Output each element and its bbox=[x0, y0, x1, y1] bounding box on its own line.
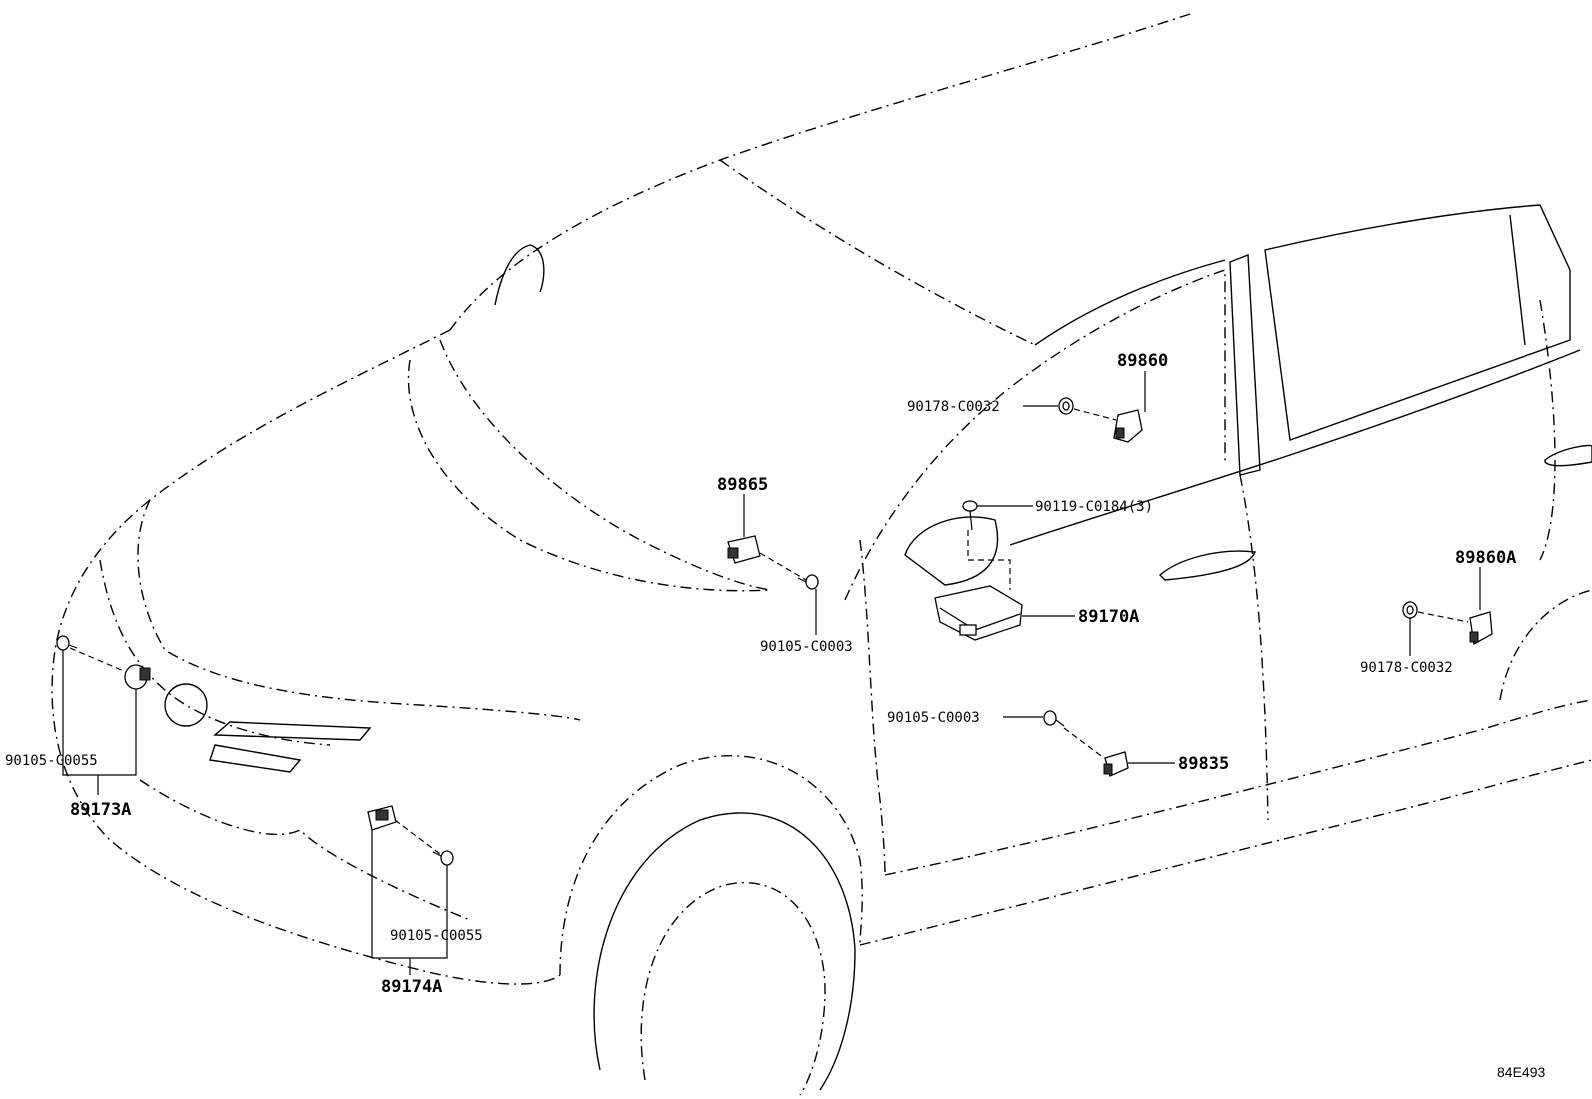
parts bbox=[56, 397, 1493, 866]
callout-89170A: 89170A bbox=[1078, 607, 1139, 627]
vehicle-body-outline bbox=[51, 13, 1592, 1096]
front-fascia bbox=[51, 499, 561, 985]
figure-id: 84E493 bbox=[1497, 1064, 1545, 1080]
part-89860-sensor bbox=[1113, 409, 1143, 443]
part-90105-bolt-lower bbox=[432, 850, 454, 866]
front-tire-inner bbox=[640, 882, 826, 1096]
a-pillar-inner bbox=[1034, 259, 1226, 346]
front-window-frame bbox=[844, 269, 1226, 601]
part-89835-sensor bbox=[1103, 751, 1129, 777]
callout-89860A: 89860A bbox=[1455, 548, 1516, 568]
callout-89173A: 89173A bbox=[70, 800, 131, 820]
rear-wheel-arch bbox=[1499, 589, 1592, 701]
part-89860A-sensor bbox=[1469, 611, 1493, 646]
part-90105-bolt-left bbox=[56, 635, 78, 651]
leader-lines bbox=[62, 371, 1481, 975]
part-89170A-airbag-module bbox=[934, 530, 1023, 641]
callout-89835: 89835 bbox=[1178, 754, 1229, 774]
part-89173A-front-sensor bbox=[124, 664, 151, 690]
roof-line bbox=[449, 13, 1191, 331]
lower-bumper bbox=[139, 779, 471, 921]
callout-90178-C0032-upper: 90178-C0032 bbox=[907, 399, 1000, 415]
antenna-shape bbox=[494, 244, 545, 306]
callout-89865: 89865 bbox=[717, 475, 768, 495]
fog-lamp bbox=[164, 683, 208, 727]
front-wheel-arch bbox=[559, 755, 863, 976]
belt-line bbox=[1009, 349, 1581, 546]
door-split bbox=[1239, 474, 1269, 821]
rocker-upper bbox=[884, 699, 1592, 876]
callout-90119-C0184: 90119-C0184(3) bbox=[1035, 499, 1153, 515]
hood-outline bbox=[137, 329, 581, 721]
part-90178-nut-upper bbox=[1058, 397, 1074, 415]
callout-labels: 89860 90178-C0032 90119-C0184(3) 89865 9… bbox=[5, 351, 1545, 1080]
side-mirror bbox=[904, 516, 999, 586]
rocker-lower bbox=[859, 759, 1592, 946]
callout-90105-C0003-mid: 90105-C0003 bbox=[887, 710, 980, 726]
callout-89174A: 89174A bbox=[381, 977, 442, 997]
part-90105-bolt-mid bbox=[1043, 710, 1065, 727]
grille-edge bbox=[99, 559, 331, 746]
part-90178-nut-right bbox=[1402, 601, 1418, 619]
c-pillar-line bbox=[1509, 214, 1526, 346]
windshield-base bbox=[439, 339, 771, 591]
headlight-strip bbox=[213, 721, 372, 741]
callout-90105-C0003-upper: 90105-C0003 bbox=[760, 639, 853, 655]
part-90119-screw bbox=[962, 500, 978, 531]
part-90105-bolt-upper bbox=[797, 574, 819, 590]
rear-window-frame bbox=[1264, 204, 1571, 441]
front-tire-outer bbox=[593, 812, 856, 1091]
front-door-handle bbox=[1158, 550, 1256, 581]
part-89865-sensor bbox=[727, 535, 761, 564]
front-door-front-edge bbox=[859, 539, 886, 876]
callout-89860: 89860 bbox=[1117, 351, 1168, 371]
callout-90178-C0032-right: 90178-C0032 bbox=[1360, 660, 1453, 676]
callout-90105-C0055-lower: 90105-C0055 bbox=[390, 928, 483, 944]
hood-rear-edge bbox=[407, 359, 771, 592]
callout-90105-C0055-left: 90105-C0055 bbox=[5, 753, 98, 769]
windshield-top bbox=[719, 159, 1036, 346]
headlight-lower bbox=[209, 744, 302, 773]
b-pillar bbox=[1229, 253, 1261, 476]
part-89174A-front-sensor bbox=[367, 805, 397, 831]
rear-quarter-line bbox=[1539, 299, 1556, 561]
rear-door-handle bbox=[1544, 444, 1592, 467]
